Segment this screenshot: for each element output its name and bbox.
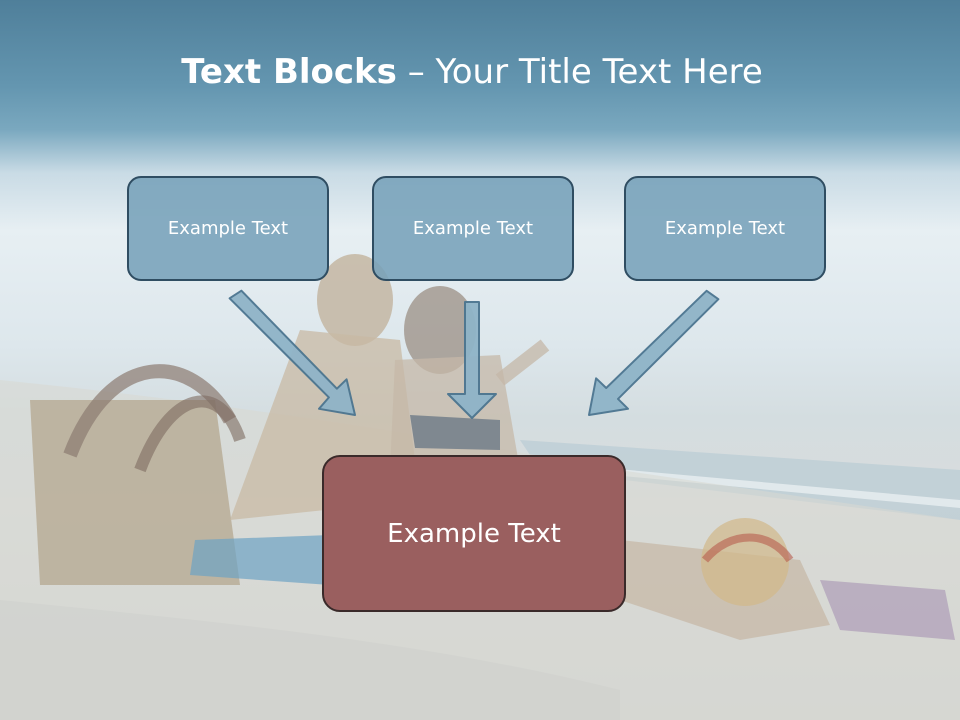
text-block-left[interactable]: Example Text <box>127 176 329 281</box>
text-block-center[interactable]: Example Text <box>372 176 574 281</box>
text-block-right[interactable]: Example Text <box>624 176 826 281</box>
text-block-main[interactable]: Example Text <box>322 455 626 612</box>
slide-title: Text Blocks – Your Title Text Here <box>0 52 944 92</box>
title-bold-part: Text Blocks <box>181 52 397 92</box>
title-rest-part: – Your Title Text Here <box>396 52 763 92</box>
